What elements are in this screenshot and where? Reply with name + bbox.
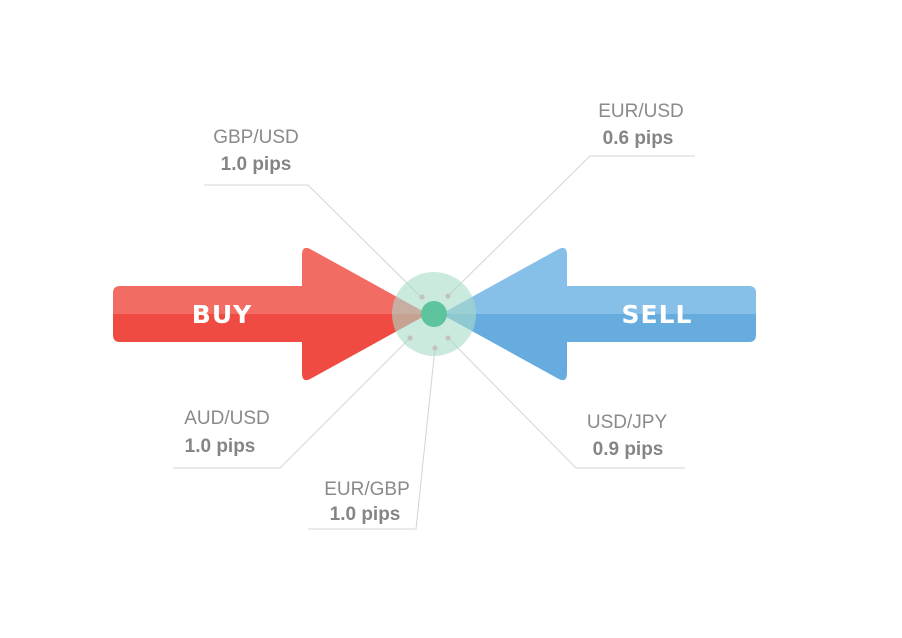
pair-name: EUR/USD <box>598 101 684 122</box>
leader-line-eurusd <box>447 155 695 297</box>
buy-arrow-shape <box>113 247 428 381</box>
pair-name: AUD/USD <box>184 408 270 429</box>
callout-usdjpy: USD/JPY 0.9 pips <box>587 412 668 460</box>
pair-spread: 0.9 pips <box>593 439 664 460</box>
sell-arrow-shape <box>441 247 756 381</box>
anchor-dot-eurusd <box>445 293 451 299</box>
callout-gbpusd: GBP/USD 1.0 pips <box>213 127 299 175</box>
pair-labels: GBP/USD 1.0 pips EUR/USD 0.6 pips AUD/US… <box>184 101 684 525</box>
anchor-dot-gbpusd <box>419 294 425 300</box>
pair-spread: 1.0 pips <box>185 436 256 457</box>
buy-label: BUY <box>192 300 252 329</box>
leader-lines <box>173 155 695 530</box>
center-node <box>392 272 476 356</box>
callout-eurusd: EUR/USD 0.6 pips <box>598 101 684 149</box>
pair-spread: 1.0 pips <box>330 504 401 525</box>
center-core <box>421 301 447 327</box>
anchor-dot-audusd <box>407 335 413 341</box>
leader-line-audusd <box>173 337 411 469</box>
pair-spread: 1.0 pips <box>221 154 292 175</box>
pair-name: USD/JPY <box>587 412 668 433</box>
buy-arrow: BUY <box>113 247 428 381</box>
anchor-dot-eurgbp <box>432 345 438 351</box>
pair-name: EUR/GBP <box>324 479 410 500</box>
pair-name: GBP/USD <box>213 127 299 148</box>
pair-spread: 0.6 pips <box>603 128 674 149</box>
leader-line-eurgbp <box>308 347 436 530</box>
sell-label: SELL <box>622 300 693 329</box>
sell-arrow: SELL <box>441 247 756 381</box>
callout-audusd: AUD/USD 1.0 pips <box>184 408 270 457</box>
anchor-dot-usdjpy <box>445 335 451 341</box>
leader-line-gbpusd <box>204 184 423 299</box>
callout-eurgbp: EUR/GBP 1.0 pips <box>324 479 410 525</box>
leader-line-usdjpy <box>447 337 685 469</box>
